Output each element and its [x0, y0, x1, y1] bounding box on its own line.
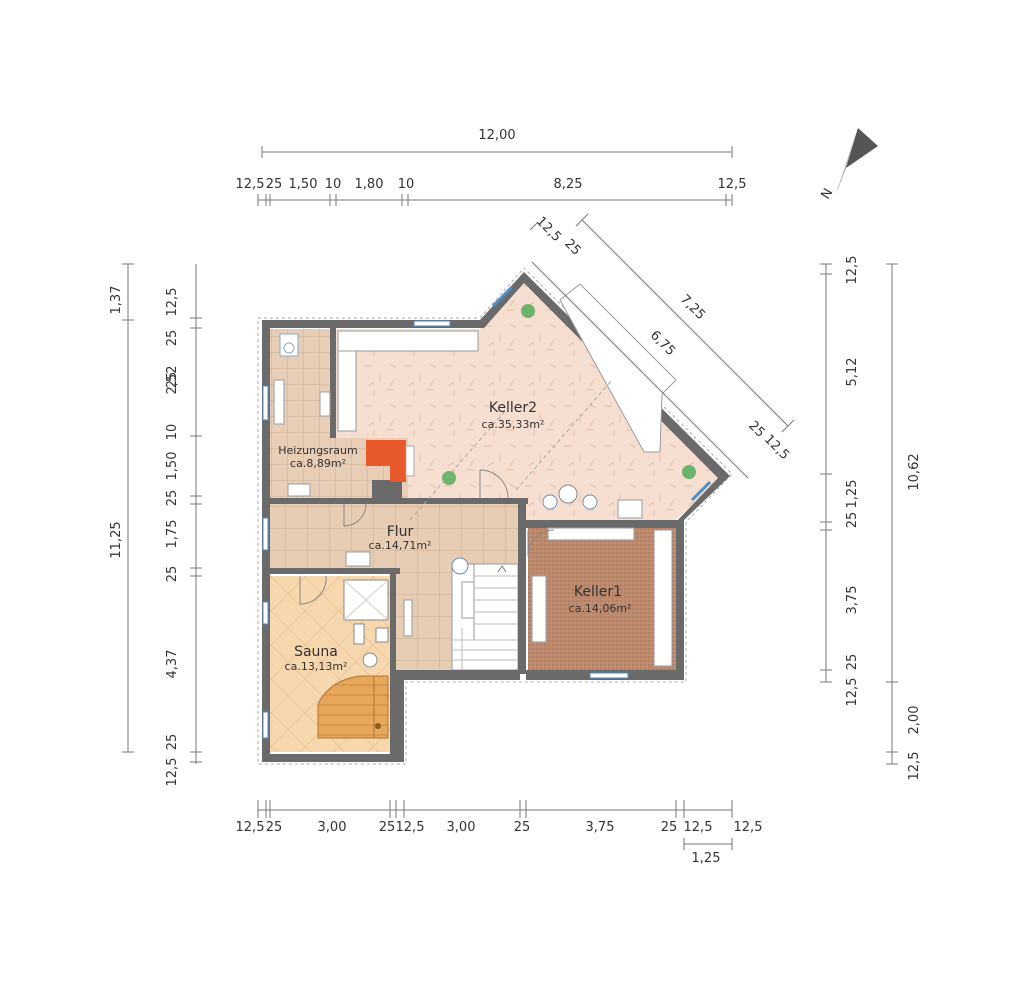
dim-top-4: 1,80: [355, 177, 384, 192]
compass-icon: N: [818, 128, 878, 202]
dimension-top: 12,00 12,5 25 1,50 10 1,80 10 8,25 12,5: [236, 128, 747, 206]
dimension-right: 12,5 5,12 1,25 25 3,75 25 12,5 10,62 2,0…: [820, 256, 922, 781]
dim-top-total: 12,00: [478, 128, 515, 143]
room-sauna-name: Sauna: [294, 644, 338, 660]
dim-top-3: 10: [325, 177, 342, 192]
dim-left-6: 25: [165, 490, 180, 507]
dim-left-1: 12,5: [165, 288, 180, 317]
dim-left-10: 25: [165, 734, 180, 751]
dim-left-0: 25: [165, 330, 180, 347]
dim-left-9: 4,37: [165, 650, 180, 679]
dim-bottom-4: 12,5: [396, 820, 425, 835]
dim-left-3: 2,52: [165, 366, 180, 395]
dim-right-1: 5,12: [845, 358, 860, 387]
dim-diag-0: 12,5: [533, 214, 564, 245]
outer-outline: [257, 267, 733, 765]
room-keller2-name: Keller2: [489, 400, 537, 416]
dimension-bottom: 12,5 25 3,00 25 12,5 3,00 25 3,75 25 12,…: [236, 800, 763, 866]
dim-right-4: 3,75: [845, 586, 860, 615]
dim-top-1: 25: [266, 177, 283, 192]
dim-right-outer-1: 2,00: [907, 706, 922, 735]
dim-diag-5: 12,5: [761, 432, 792, 463]
dim-bottom-6: 25: [514, 820, 531, 835]
dim-top-7: 12,5: [718, 177, 747, 192]
dim-left-outer-1: 11,25: [109, 521, 124, 558]
dim-diag-3: 6,75: [647, 328, 678, 359]
windows: [262, 285, 712, 739]
dim-right-outer-2: 12,5: [907, 752, 922, 781]
dim-diag-1: 25: [561, 236, 583, 258]
dim-bottom-9: 12,5: [684, 820, 713, 835]
flur-floor: [270, 503, 520, 569]
dim-left-4: 10: [165, 424, 180, 441]
room-keller2-area: ca.35,33m²: [482, 418, 545, 431]
room-keller1-area: ca.14,06m²: [569, 602, 632, 615]
dim-bottom-2: 3,00: [318, 820, 347, 835]
dim-top-5: 10: [398, 177, 415, 192]
dim-left-7: 1,75: [165, 520, 180, 549]
dim-bottom-10: 12,5: [734, 820, 763, 835]
dim-right-3: 25: [845, 512, 860, 529]
shelves: [273, 283, 677, 667]
keller1-floor: [528, 528, 676, 670]
dim-bottom-7: 3,75: [586, 820, 615, 835]
dim-bottom-sub: 1,25: [692, 851, 721, 866]
room-heizungsraum-name: Heizungsraum: [278, 444, 357, 457]
dim-top-0: 12,5: [236, 177, 265, 192]
appliances: [279, 333, 415, 739]
dim-left-5: 1,50: [165, 452, 180, 481]
dim-right-outer-0: 10,62: [907, 453, 922, 490]
dim-diag-2: 7,25: [677, 292, 708, 323]
room-heizungsraum-area: ca.8,89m²: [290, 457, 346, 470]
dim-bottom-5: 3,00: [447, 820, 476, 835]
dim-left-11: 12,5: [165, 758, 180, 787]
room-sauna-area: ca.13,13m²: [285, 660, 348, 673]
dim-left-2: 25: [165, 372, 180, 389]
dimension-left: 1,37 11,25 25 12,5 25 2,52 10 1,50 25 1,…: [109, 263, 202, 787]
dim-right-0: 12,5: [845, 256, 860, 285]
room-flur-area: ca.14,71m²: [369, 539, 432, 552]
dim-top-6: 8,25: [554, 177, 583, 192]
dim-diag-4: 25: [745, 418, 767, 440]
dim-right-5: 25: [845, 654, 860, 671]
dim-right-6: 12,5: [845, 678, 860, 707]
plants: [442, 304, 696, 485]
dim-left-8: 25: [165, 566, 180, 583]
table-set: [451, 484, 598, 575]
dim-top-2: 1,50: [289, 177, 318, 192]
dim-bottom-0: 12,5: [236, 820, 265, 835]
room-keller1-name: Keller1: [574, 584, 622, 600]
dim-left-outer-0: 1,37: [109, 286, 124, 315]
doors: [299, 379, 613, 605]
compass-label: N: [818, 186, 836, 202]
dim-right-2: 1,25: [845, 480, 860, 509]
room-flur-name: Flur: [387, 524, 414, 540]
dim-bottom-8: 25: [661, 820, 678, 835]
dim-bottom-1: 25: [266, 820, 283, 835]
dim-bottom-3: 25: [379, 820, 396, 835]
